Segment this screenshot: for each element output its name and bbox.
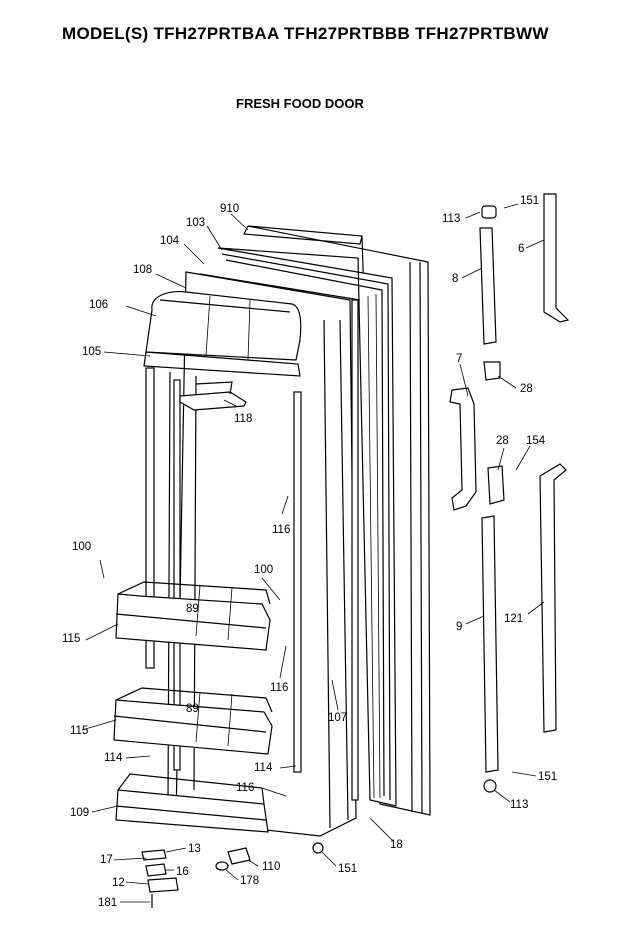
callout-17: 17	[100, 854, 113, 866]
callout-89-upper: 89	[186, 603, 199, 615]
callout-110: 110	[262, 861, 280, 873]
callout-114-right: 114	[254, 762, 273, 774]
callout-154: 154	[526, 435, 546, 447]
callout-104: 104	[160, 235, 180, 247]
callout-100-right: 100	[254, 564, 273, 576]
handle-bracket-28-lower	[487, 465, 505, 505]
callout-151-right: 151	[538, 771, 557, 783]
callout-13: 13	[188, 843, 201, 855]
hinge-bracket-113-top	[481, 205, 497, 219]
model-title: MODEL(S) TFH27PRTBAA TFH27PRTBBB TFH27PR…	[62, 24, 549, 43]
callout-910: 910	[220, 203, 239, 215]
callout-12: 12	[112, 877, 125, 889]
callout-100-left: 100	[72, 541, 91, 553]
callout-114-left: 114	[104, 752, 123, 764]
callout-116-top: 116	[272, 524, 290, 536]
callout-107: 107	[328, 712, 347, 724]
callout-18: 18	[390, 839, 403, 851]
callout-181: 181	[98, 897, 117, 909]
callout-89-lower: 89	[186, 703, 199, 715]
callout-109: 109	[70, 807, 89, 819]
callout-28-top: 28	[520, 383, 533, 395]
door-shelf-lower	[113, 687, 273, 755]
callout-9: 9	[456, 621, 462, 633]
door-bin-bottom	[115, 773, 269, 833]
callout-116-bottom: 116	[236, 782, 254, 794]
callout-7: 7	[456, 353, 462, 365]
door-handle-trim-6	[543, 193, 570, 323]
callout-113-top: 113	[442, 213, 460, 225]
handle-bracket-28-top	[483, 361, 501, 381]
callout-113-bottom: 113	[510, 799, 528, 811]
section-title: FRESH FOOD DOOR	[236, 96, 364, 111]
shelf-rail-left	[145, 367, 181, 771]
callout-28-lower: 28	[496, 435, 509, 447]
door-gasket	[217, 247, 397, 807]
callout-116-mid: 116	[270, 682, 288, 694]
callout-151-bottom: 151	[338, 863, 357, 875]
dairy-compartment-door	[143, 291, 302, 377]
hinge-bracket-113-bottom	[483, 779, 497, 793]
callout-151-top: 151	[520, 195, 539, 207]
callout-6: 6	[518, 243, 524, 255]
handle-mount-bar-9	[481, 515, 499, 773]
callout-106: 106	[89, 299, 108, 311]
callout-178: 178	[240, 875, 259, 887]
callout-103: 103	[186, 217, 205, 229]
door-handle-7	[449, 387, 477, 511]
shelf-rail-right	[293, 299, 359, 801]
door-shelf-upper	[115, 581, 271, 651]
callout-8: 8	[452, 273, 458, 285]
callout-105: 105	[82, 346, 101, 358]
leader-lines	[81, 203, 545, 903]
callout-115-lower: 115	[70, 725, 88, 737]
callout-115-upper: 115	[62, 633, 80, 645]
callout-121: 121	[504, 613, 523, 625]
handle-mount-bar-8	[479, 227, 497, 345]
callout-16: 16	[176, 866, 189, 878]
handle-trim-121	[539, 463, 567, 733]
callout-108: 108	[133, 264, 152, 276]
part-118-bin	[179, 381, 247, 411]
small-hardware	[141, 842, 324, 908]
callout-118: 118	[234, 413, 252, 425]
